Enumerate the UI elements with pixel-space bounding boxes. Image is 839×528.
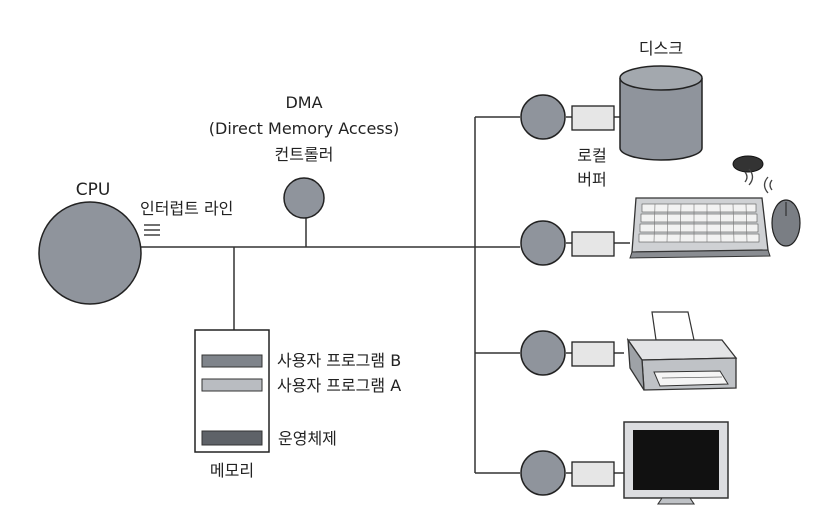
program-b-block bbox=[201, 354, 263, 368]
printer-buffer bbox=[571, 341, 615, 367]
cpu-label: CPU bbox=[76, 180, 111, 200]
program-a-block bbox=[201, 378, 263, 392]
cpu-node bbox=[38, 201, 142, 305]
dma-node bbox=[283, 177, 325, 219]
keyboard-mouse-icon bbox=[629, 155, 801, 259]
interrupt-line-icon bbox=[144, 224, 160, 236]
os-block bbox=[201, 430, 263, 446]
printer-icon bbox=[626, 311, 738, 391]
os-label: 운영체제 bbox=[278, 429, 337, 448]
dma-controller-label: 컨트롤러 bbox=[275, 145, 334, 164]
local-buffer-label-2: 버퍼 bbox=[577, 170, 606, 189]
monitor-controller-node bbox=[520, 450, 566, 496]
local-buffers bbox=[571, 105, 615, 487]
bus-lines bbox=[140, 116, 630, 474]
printer-controller-node bbox=[520, 330, 566, 376]
local-buffer-label-1: 로컬 bbox=[577, 146, 606, 165]
memory-label: 메모리 bbox=[210, 461, 254, 480]
cpu: CPU bbox=[38, 180, 142, 305]
program-b-label: 사용자 프로그램 B bbox=[277, 351, 401, 370]
dma-fullname-label: (Direct Memory Access) bbox=[209, 119, 399, 138]
keyboard-buffer bbox=[571, 231, 615, 257]
monitor-buffer bbox=[571, 461, 615, 487]
disk-buffer bbox=[571, 105, 615, 131]
dma-label: DMA bbox=[285, 93, 322, 112]
disk-controller-node bbox=[520, 94, 566, 140]
dma-controller: DMA (Direct Memory Access) 컨트롤러 bbox=[209, 93, 399, 219]
memory: 사용자 프로그램 B 사용자 프로그램 A 운영체제 메모리 bbox=[194, 329, 401, 480]
monitor-icon bbox=[623, 421, 729, 505]
keyboard-controller-node bbox=[520, 220, 566, 266]
disk-cylinder-icon: 디스크 bbox=[619, 39, 703, 161]
disk-label: 디스크 bbox=[639, 39, 683, 58]
program-a-label: 사용자 프로그램 A bbox=[277, 376, 401, 395]
device-controllers bbox=[520, 94, 566, 496]
interrupt-line-label: 인터럽트 라인 bbox=[140, 199, 233, 218]
